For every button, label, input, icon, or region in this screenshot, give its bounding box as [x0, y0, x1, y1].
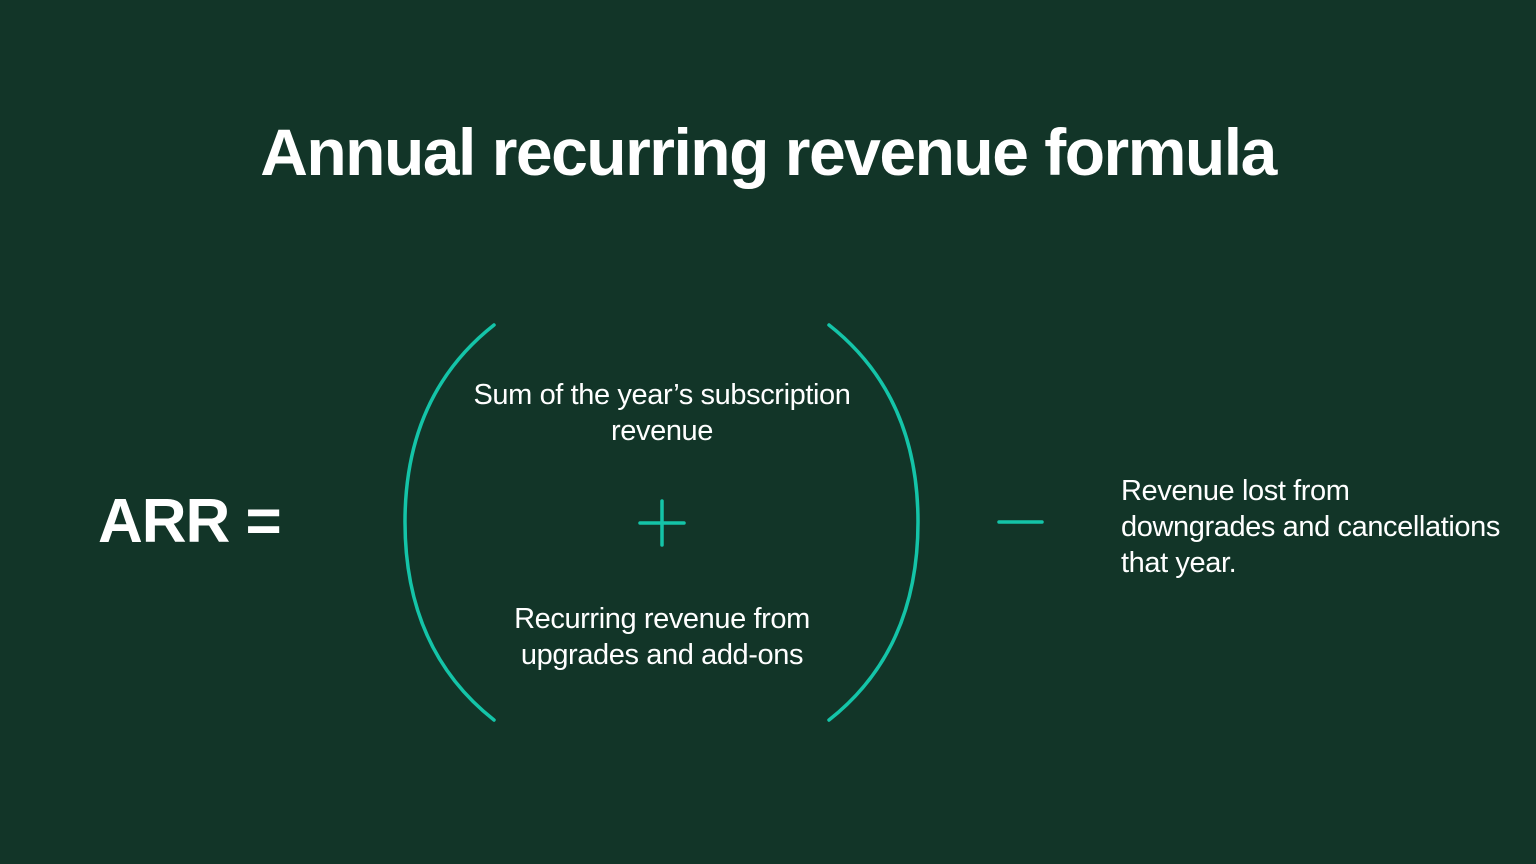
- term-upgrades-revenue: Recurring revenue from upgrades and add-…: [514, 603, 810, 671]
- page-title: Annual recurring revenue formula: [260, 115, 1277, 189]
- plus-icon: [638, 499, 686, 547]
- formula-lhs: ARR =: [98, 487, 282, 556]
- term-subscription-revenue: Sum of the year’s subscription revenue: [473, 379, 851, 447]
- term-lost-revenue: Revenue lost from downgrades and cancell…: [1121, 475, 1500, 579]
- right-parenthesis-icon: [827, 323, 920, 722]
- left-parenthesis-icon: [403, 323, 496, 722]
